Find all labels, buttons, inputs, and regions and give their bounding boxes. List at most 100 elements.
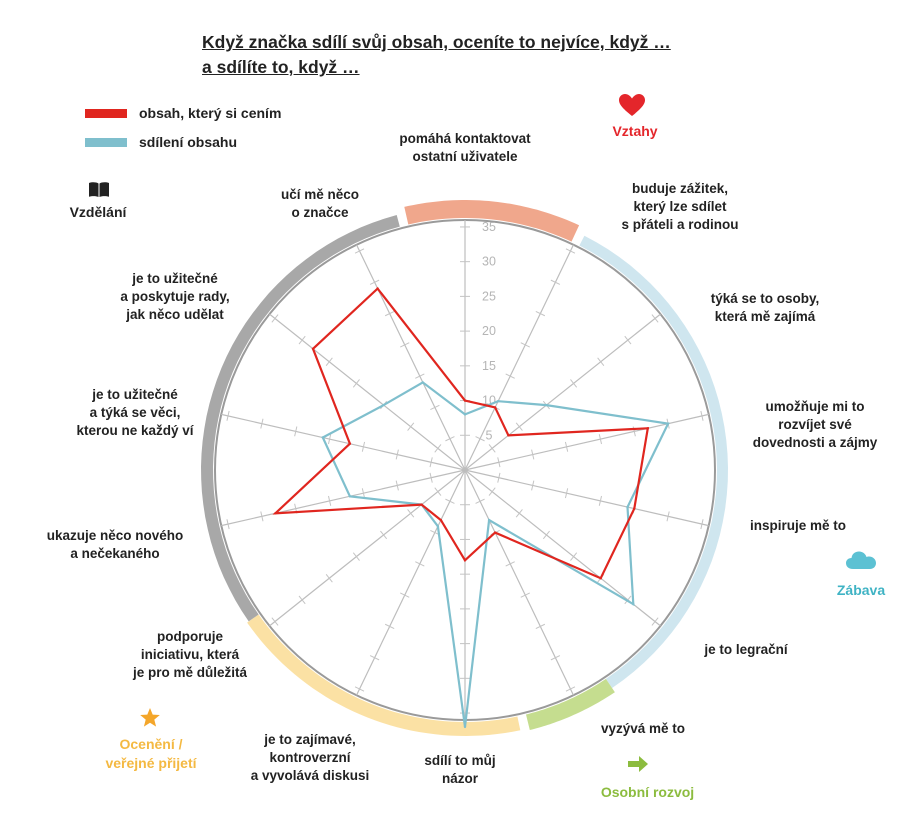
series-point-valued-3 bbox=[507, 434, 510, 437]
series-point-shared-6 bbox=[632, 603, 635, 606]
radar-tick-5-30 bbox=[666, 511, 670, 522]
radar-tick-5-10 bbox=[531, 480, 535, 491]
radar-spoke-10 bbox=[269, 469, 466, 627]
axis-label-7-line-1: vyzývá mě to bbox=[600, 721, 686, 736]
radar-r-tick-label-20: 20 bbox=[482, 324, 496, 338]
axis-label-12-line-1: je to užitečné bbox=[92, 387, 178, 402]
category-vztahy: Vztahy bbox=[612, 123, 658, 139]
series-point-shared-9 bbox=[436, 525, 440, 528]
axis-label-8: sdílí to můj názor bbox=[405, 752, 515, 788]
axis-label-8-line-2: názor bbox=[441, 771, 478, 786]
axis-label-5-line-1: inspiruje mě to bbox=[749, 518, 847, 533]
series-point-valued-12 bbox=[348, 442, 352, 445]
series-point-valued-7 bbox=[493, 531, 497, 534]
radar-r-tick-label-5: 5 bbox=[486, 428, 493, 442]
radar-tick-7-15 bbox=[505, 561, 515, 567]
axis-label-13-line-3: jak něco udělat bbox=[126, 307, 224, 322]
radar-tick-12-5 bbox=[429, 457, 433, 468]
radar-tick-6-10 bbox=[515, 509, 523, 518]
series-point-valued-9 bbox=[439, 518, 443, 522]
series-point-shared-2 bbox=[496, 400, 500, 403]
radar-r-tick-label-25: 25 bbox=[482, 289, 496, 303]
radar-spoke-2 bbox=[464, 244, 575, 471]
category-zabava: Zábava bbox=[836, 582, 886, 598]
axis-label-6: je to legrační bbox=[686, 641, 806, 659]
series-point-valued-1 bbox=[463, 399, 467, 402]
series-point-shared-7 bbox=[487, 518, 491, 522]
radar-tick-3-25 bbox=[597, 357, 605, 366]
category-oceneni: Ocenění / veřejné přijetí bbox=[86, 735, 216, 773]
chart-title-line-2: a sdílíte to, když … bbox=[202, 57, 360, 77]
radar-tick-10-15 bbox=[380, 530, 388, 540]
axis-label-4-line-1: umožňuje mi to bbox=[765, 399, 865, 414]
radar-tick-11-35 bbox=[226, 519, 230, 530]
radar-tick-5-20 bbox=[598, 495, 603, 506]
axis-label-9-line-3: a vyvolává diskusi bbox=[250, 768, 370, 783]
series-point-valued-14 bbox=[376, 287, 379, 290]
series-point-valued-8 bbox=[463, 559, 467, 562]
radar-tick-6-35 bbox=[651, 617, 659, 626]
radar-tick-3-5 bbox=[488, 444, 496, 453]
radar-tick-2-35 bbox=[565, 248, 576, 254]
axis-label-10-line-2: iniciativu, která bbox=[140, 647, 240, 662]
radar-tick-14-35 bbox=[354, 248, 365, 254]
series-point-valued-5 bbox=[633, 507, 636, 510]
radar-spoke-5 bbox=[464, 469, 709, 527]
radar-tick-10-10 bbox=[407, 509, 415, 518]
radar-tick-11-5 bbox=[429, 472, 433, 483]
series-point-shared-1 bbox=[463, 413, 467, 416]
axis-label-5: inspiruje mě to bbox=[738, 517, 858, 535]
axis-label-1-line-1: pomáhá kontaktovat bbox=[399, 131, 531, 146]
legend-entry-valued: obsah, který si cením bbox=[85, 103, 281, 123]
radar-tick-5-35 bbox=[700, 519, 704, 530]
axis-label-11-line-1: ukazuje něco nového bbox=[46, 528, 184, 543]
radar-tick-12-35 bbox=[226, 410, 230, 421]
series-point-shared-13 bbox=[382, 403, 385, 407]
radar-tick-12-30 bbox=[260, 418, 264, 429]
axis-label-7: vyzývá mě to bbox=[583, 720, 703, 738]
radar-tick-14-5 bbox=[445, 436, 455, 442]
radar-spoke-12 bbox=[221, 413, 466, 471]
radar-tick-14-30 bbox=[369, 279, 380, 285]
axis-label-12-line-2: a týká se věci, bbox=[89, 405, 181, 420]
radar-tick-7-20 bbox=[520, 592, 530, 598]
axis-label-2-line-2: který lze sdílet bbox=[633, 199, 727, 214]
radar-tick-9-35 bbox=[354, 686, 365, 692]
axis-label-10-line-1: podporuje bbox=[157, 629, 223, 644]
axis-label-13-line-2: a poskytuje rady, bbox=[120, 289, 230, 304]
radar-tick-4-35 bbox=[700, 410, 704, 421]
radar-tick-7-35 bbox=[565, 686, 576, 692]
radar-tick-4-20 bbox=[598, 434, 603, 445]
radar-tick-4-5 bbox=[497, 457, 501, 468]
series-point-shared-3 bbox=[545, 403, 548, 407]
radar-tick-14-15 bbox=[415, 373, 425, 379]
radar-tick-11-10 bbox=[395, 480, 399, 491]
radar-spoke-11 bbox=[221, 469, 466, 527]
arrow-right-icon bbox=[628, 756, 648, 772]
radar-tick-13-30 bbox=[298, 335, 306, 345]
axis-label-8-line-1: sdílí to můj bbox=[424, 753, 496, 768]
radar-tick-3-35 bbox=[651, 314, 659, 323]
radar-tick-2-25 bbox=[535, 310, 546, 317]
series-point-shared-8 bbox=[463, 725, 467, 729]
radar-tick-13-5 bbox=[434, 444, 442, 453]
radar-tick-3-30 bbox=[624, 335, 632, 345]
radar-tick-2-5 bbox=[475, 436, 485, 442]
radar-tick-5-5 bbox=[497, 472, 501, 483]
radar-tick-10-30 bbox=[298, 595, 306, 605]
radar-tick-6-20 bbox=[570, 552, 578, 561]
radar-r-tick-label-30: 30 bbox=[482, 255, 496, 269]
radar-tick-9-5 bbox=[445, 498, 455, 504]
legend-swatch-valued bbox=[85, 108, 127, 118]
radar-tick-12-25 bbox=[294, 426, 298, 437]
legend-swatch-shared bbox=[85, 137, 127, 147]
radar-tick-9-15 bbox=[415, 561, 425, 567]
radar-tick-5-15 bbox=[564, 488, 569, 499]
radar-tick-7-25 bbox=[535, 623, 546, 630]
radar-tick-7-30 bbox=[550, 655, 561, 661]
